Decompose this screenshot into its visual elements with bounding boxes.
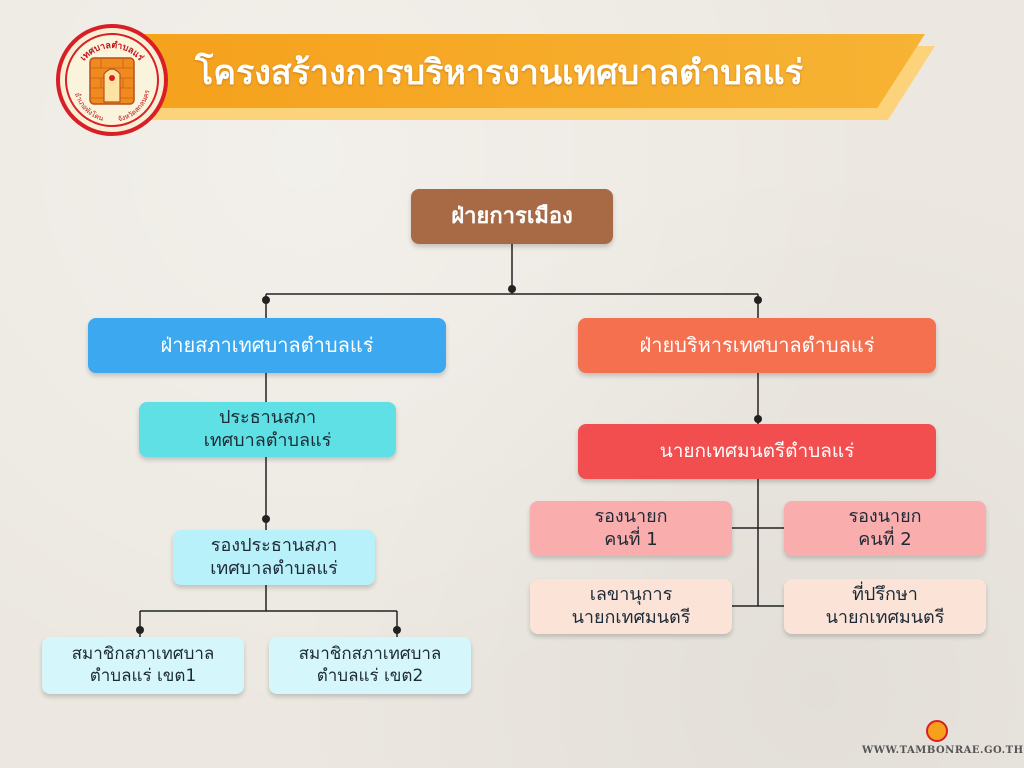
node-council-member-2: สมาชิกสภาเทศบาล ตำบลแร่ เขต2 bbox=[269, 637, 471, 694]
footer-seal-logo bbox=[926, 720, 948, 742]
node-executive-branch-label: ฝ่ายบริหารเทศบาลตำบลแร่ bbox=[639, 333, 875, 357]
footer-website-url: WWW.TAMBONRAE.GO.TH bbox=[862, 745, 1024, 756]
node-advisor-label: ที่ปรึกษา นายกเทศมนตรี bbox=[825, 584, 945, 628]
node-mayor-label: นายกเทศมนตรีตำบลแร่ bbox=[659, 439, 855, 462]
node-council-vice-president-label: รองประธานสภา เทศบาลตำบลแร่ bbox=[210, 535, 338, 579]
node-deputy-mayor-1-label: รองนายก คนที่ 1 bbox=[594, 506, 668, 550]
title-banner bbox=[130, 34, 925, 108]
node-political-wing-label: ฝ่ายการเมือง bbox=[451, 203, 573, 229]
node-council-vice-president: รองประธานสภา เทศบาลตำบลแร่ bbox=[173, 530, 375, 585]
node-council-member-2-label: สมาชิกสภาเทศบาล ตำบลแร่ เขต2 bbox=[298, 644, 442, 686]
node-council-president: ประธานสภา เทศบาลตำบลแร่ bbox=[139, 402, 396, 457]
node-mayor: นายกเทศมนตรีตำบลแร่ bbox=[578, 424, 936, 479]
node-council-branch-label: ฝ่ายสภาเทศบาลตำบลแร่ bbox=[160, 333, 374, 357]
node-council-member-1-label: สมาชิกสภาเทศบาล ตำบลแร่ เขต1 bbox=[71, 644, 215, 686]
node-deputy-mayor-2: รองนายก คนที่ 2 bbox=[784, 501, 986, 556]
node-secretary: เลขานุการ นายกเทศมนตรี bbox=[530, 579, 732, 634]
node-deputy-mayor-1: รองนายก คนที่ 1 bbox=[530, 501, 732, 556]
node-executive-branch: ฝ่ายบริหารเทศบาลตำบลแร่ bbox=[578, 318, 936, 373]
node-council-president-label: ประธานสภา เทศบาลตำบลแร่ bbox=[203, 407, 332, 451]
node-secretary-label: เลขานุการ นายกเทศมนตรี bbox=[571, 584, 691, 628]
node-political-wing: ฝ่ายการเมือง bbox=[411, 189, 613, 244]
node-deputy-mayor-2-label: รองนายก คนที่ 2 bbox=[848, 506, 922, 550]
node-council-member-1: สมาชิกสภาเทศบาล ตำบลแร่ เขต1 bbox=[42, 637, 244, 694]
page-title: โครงสร้างการบริหารงานเทศบาลตำบลแร่ bbox=[195, 53, 803, 93]
node-council-branch: ฝ่ายสภาเทศบาลตำบลแร่ bbox=[88, 318, 446, 373]
node-advisor: ที่ปรึกษา นายกเทศมนตรี bbox=[784, 579, 986, 634]
municipality-seal-logo: เทศบาลตำบลแร่ อำเภอพังโคน จังหวัดสกลนคร bbox=[56, 24, 168, 136]
